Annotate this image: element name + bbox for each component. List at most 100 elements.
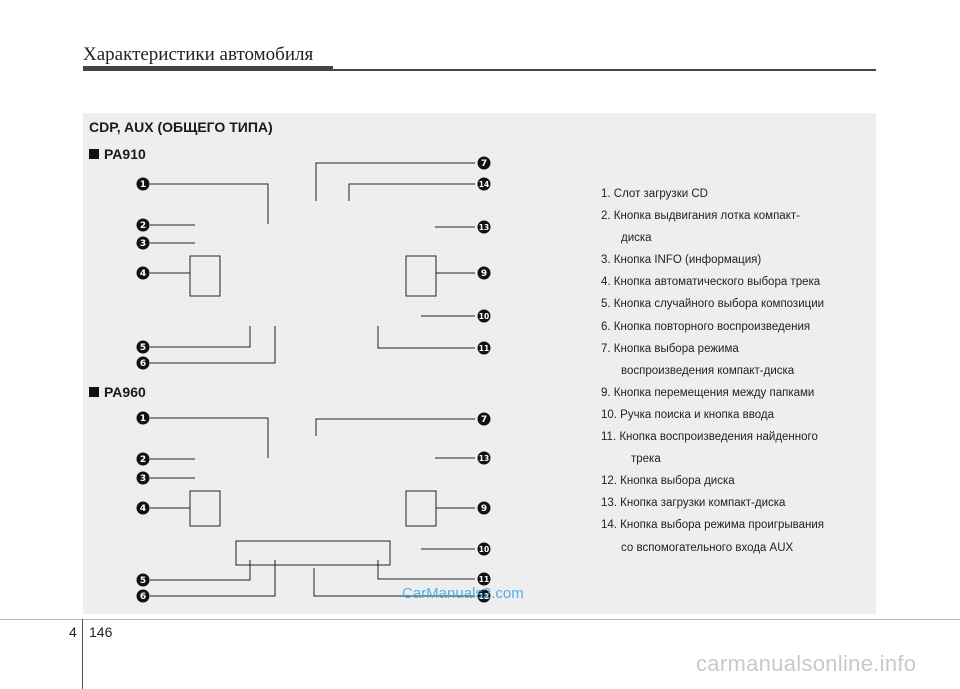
legend-item-9: 9. Кнопка перемещения между папками [601, 386, 815, 399]
badge-7-icon: 7 [477, 412, 491, 426]
number-badges: 1 2 3 4 5 6 7 14 13 9 10 11 1 2 3 4 5 6 … [136, 156, 491, 603]
badge-text: 4 [140, 269, 146, 279]
badge-text: 3 [140, 474, 146, 484]
legend-item-3: 3. Кнопка INFO (информация) [601, 254, 762, 267]
leader-7 [315, 418, 475, 436]
badge-14-icon: 14 [477, 177, 491, 191]
leader-14 [348, 183, 475, 201]
badge-text: 13 [479, 223, 489, 232]
legend-item-7: 7. Кнопка выбора режима [601, 342, 739, 355]
badge-10-icon: 10 [477, 542, 491, 556]
legend-list: 1. Слот загрузки CD 2. Кнопка выдвигания… [601, 183, 824, 559]
badge-text: 7 [481, 159, 487, 169]
legend-item-2: 2. Кнопка выдвигания лотка компакт- [601, 210, 800, 223]
footer-divider [82, 619, 83, 689]
badge-4-icon: 4 [136, 266, 150, 280]
section-title: CDP, AUX (ОБЩЕГО ТИПА) [89, 119, 273, 135]
badge-text: 10 [479, 545, 489, 554]
legend-item-7-cont: воспроизведения компакт-диска [621, 364, 795, 377]
badge-text: 6 [140, 592, 146, 602]
page-header-title: Характеристики автомобиля [83, 44, 314, 65]
badge-text: 1 [140, 180, 146, 190]
legend-item-1: 1. Слот загрузки CD [601, 188, 708, 200]
badge-11-icon: 11 [477, 341, 491, 355]
button-outline-left [189, 490, 221, 527]
legend-item-10: 10. Ручка поиска и кнопка ввода [601, 408, 774, 421]
badge-text: 7 [481, 415, 487, 425]
button-outline-right [405, 490, 437, 527]
legend-item-6: 6. Кнопка повторного воспроизведения [601, 320, 811, 333]
badge-11-icon: 11 [477, 572, 491, 586]
badge-1-icon: 1 [136, 411, 150, 425]
badge-7-icon: 7 [477, 156, 491, 170]
badge-12-icon: 12 [477, 589, 491, 603]
badge-13-icon: 13 [477, 220, 491, 234]
leader-6 [150, 560, 276, 597]
badge-text: 11 [479, 575, 489, 584]
leader-1 [150, 183, 269, 224]
legend-item-14: 14. Кнопка выбора режима проигрывания [601, 519, 825, 532]
header-rule-thin [333, 69, 876, 71]
badge-10-icon: 10 [477, 309, 491, 323]
badge-9-icon: 9 [477, 266, 491, 280]
badge-text: 2 [140, 221, 146, 231]
header-rule-thick [83, 66, 333, 71]
legend-item-2-cont: диска [621, 232, 652, 245]
legend-item-11-cont: трека [631, 453, 661, 466]
button-outline-left [189, 255, 221, 297]
badge-text: 5 [140, 576, 146, 586]
button-bar-outline [235, 540, 391, 566]
badge-text: 9 [481, 504, 487, 514]
watermark-bottom: carmanualsonline.info [696, 651, 917, 676]
leader-11 [377, 326, 475, 349]
badge-text: 4 [140, 504, 146, 514]
badge-text: 12 [479, 592, 489, 601]
legend-item-11: 11. Кнопка воспроизведения найденного [601, 431, 818, 444]
legend-item-5: 5. Кнопка случайного выбора композиции [601, 298, 825, 311]
page-number: 146 [89, 624, 113, 640]
leader-6 [150, 326, 276, 364]
leader-1 [150, 417, 269, 458]
chapter-number: 4 [69, 624, 77, 640]
leader-5 [150, 560, 251, 581]
badge-3-icon: 3 [136, 236, 150, 250]
badge-1-icon: 1 [136, 177, 150, 191]
model-label-pa910: PA910 [89, 146, 146, 162]
badge-text: 5 [140, 343, 146, 353]
badge-2-icon: 2 [136, 452, 150, 466]
badge-6-icon: 6 [136, 356, 150, 370]
leader-7 [315, 162, 475, 201]
badge-text: 2 [140, 455, 146, 465]
model-name: PA960 [104, 384, 146, 400]
legend-item-4: 4. Кнопка автоматического выбора трека [601, 276, 821, 289]
badge-3-icon: 3 [136, 471, 150, 485]
footer-rule [0, 619, 960, 620]
leader-lines [150, 162, 475, 597]
badge-text: 10 [479, 312, 489, 321]
watermark-center: CarManuals2.com [402, 585, 524, 602]
leader-5 [150, 326, 251, 348]
model-name: PA910 [104, 146, 146, 162]
badge-text: 3 [140, 239, 146, 249]
bullet-square-icon [89, 149, 99, 159]
badge-2-icon: 2 [136, 218, 150, 232]
leader-11 [377, 560, 475, 580]
badge-text: 6 [140, 359, 146, 369]
button-outline-right [405, 255, 437, 297]
badge-5-icon: 5 [136, 340, 150, 354]
badge-text: 14 [479, 180, 489, 189]
badge-9-icon: 9 [477, 501, 491, 515]
badge-13-icon: 13 [477, 451, 491, 465]
legend-item-14-cont: со вспомогательного входа AUX [621, 541, 794, 554]
legend-item-12: 12. Кнопка выбора диска [601, 475, 735, 488]
badge-text: 1 [140, 414, 146, 424]
badge-4-icon: 4 [136, 501, 150, 515]
badge-5-icon: 5 [136, 573, 150, 587]
badge-6-icon: 6 [136, 589, 150, 603]
model-label-pa960: PA960 [89, 384, 146, 400]
badge-text: 9 [481, 269, 487, 279]
leader-12 [313, 568, 475, 597]
legend-item-13: 13. Кнопка загрузки компакт-диска [601, 497, 786, 510]
badge-text: 11 [479, 344, 489, 353]
